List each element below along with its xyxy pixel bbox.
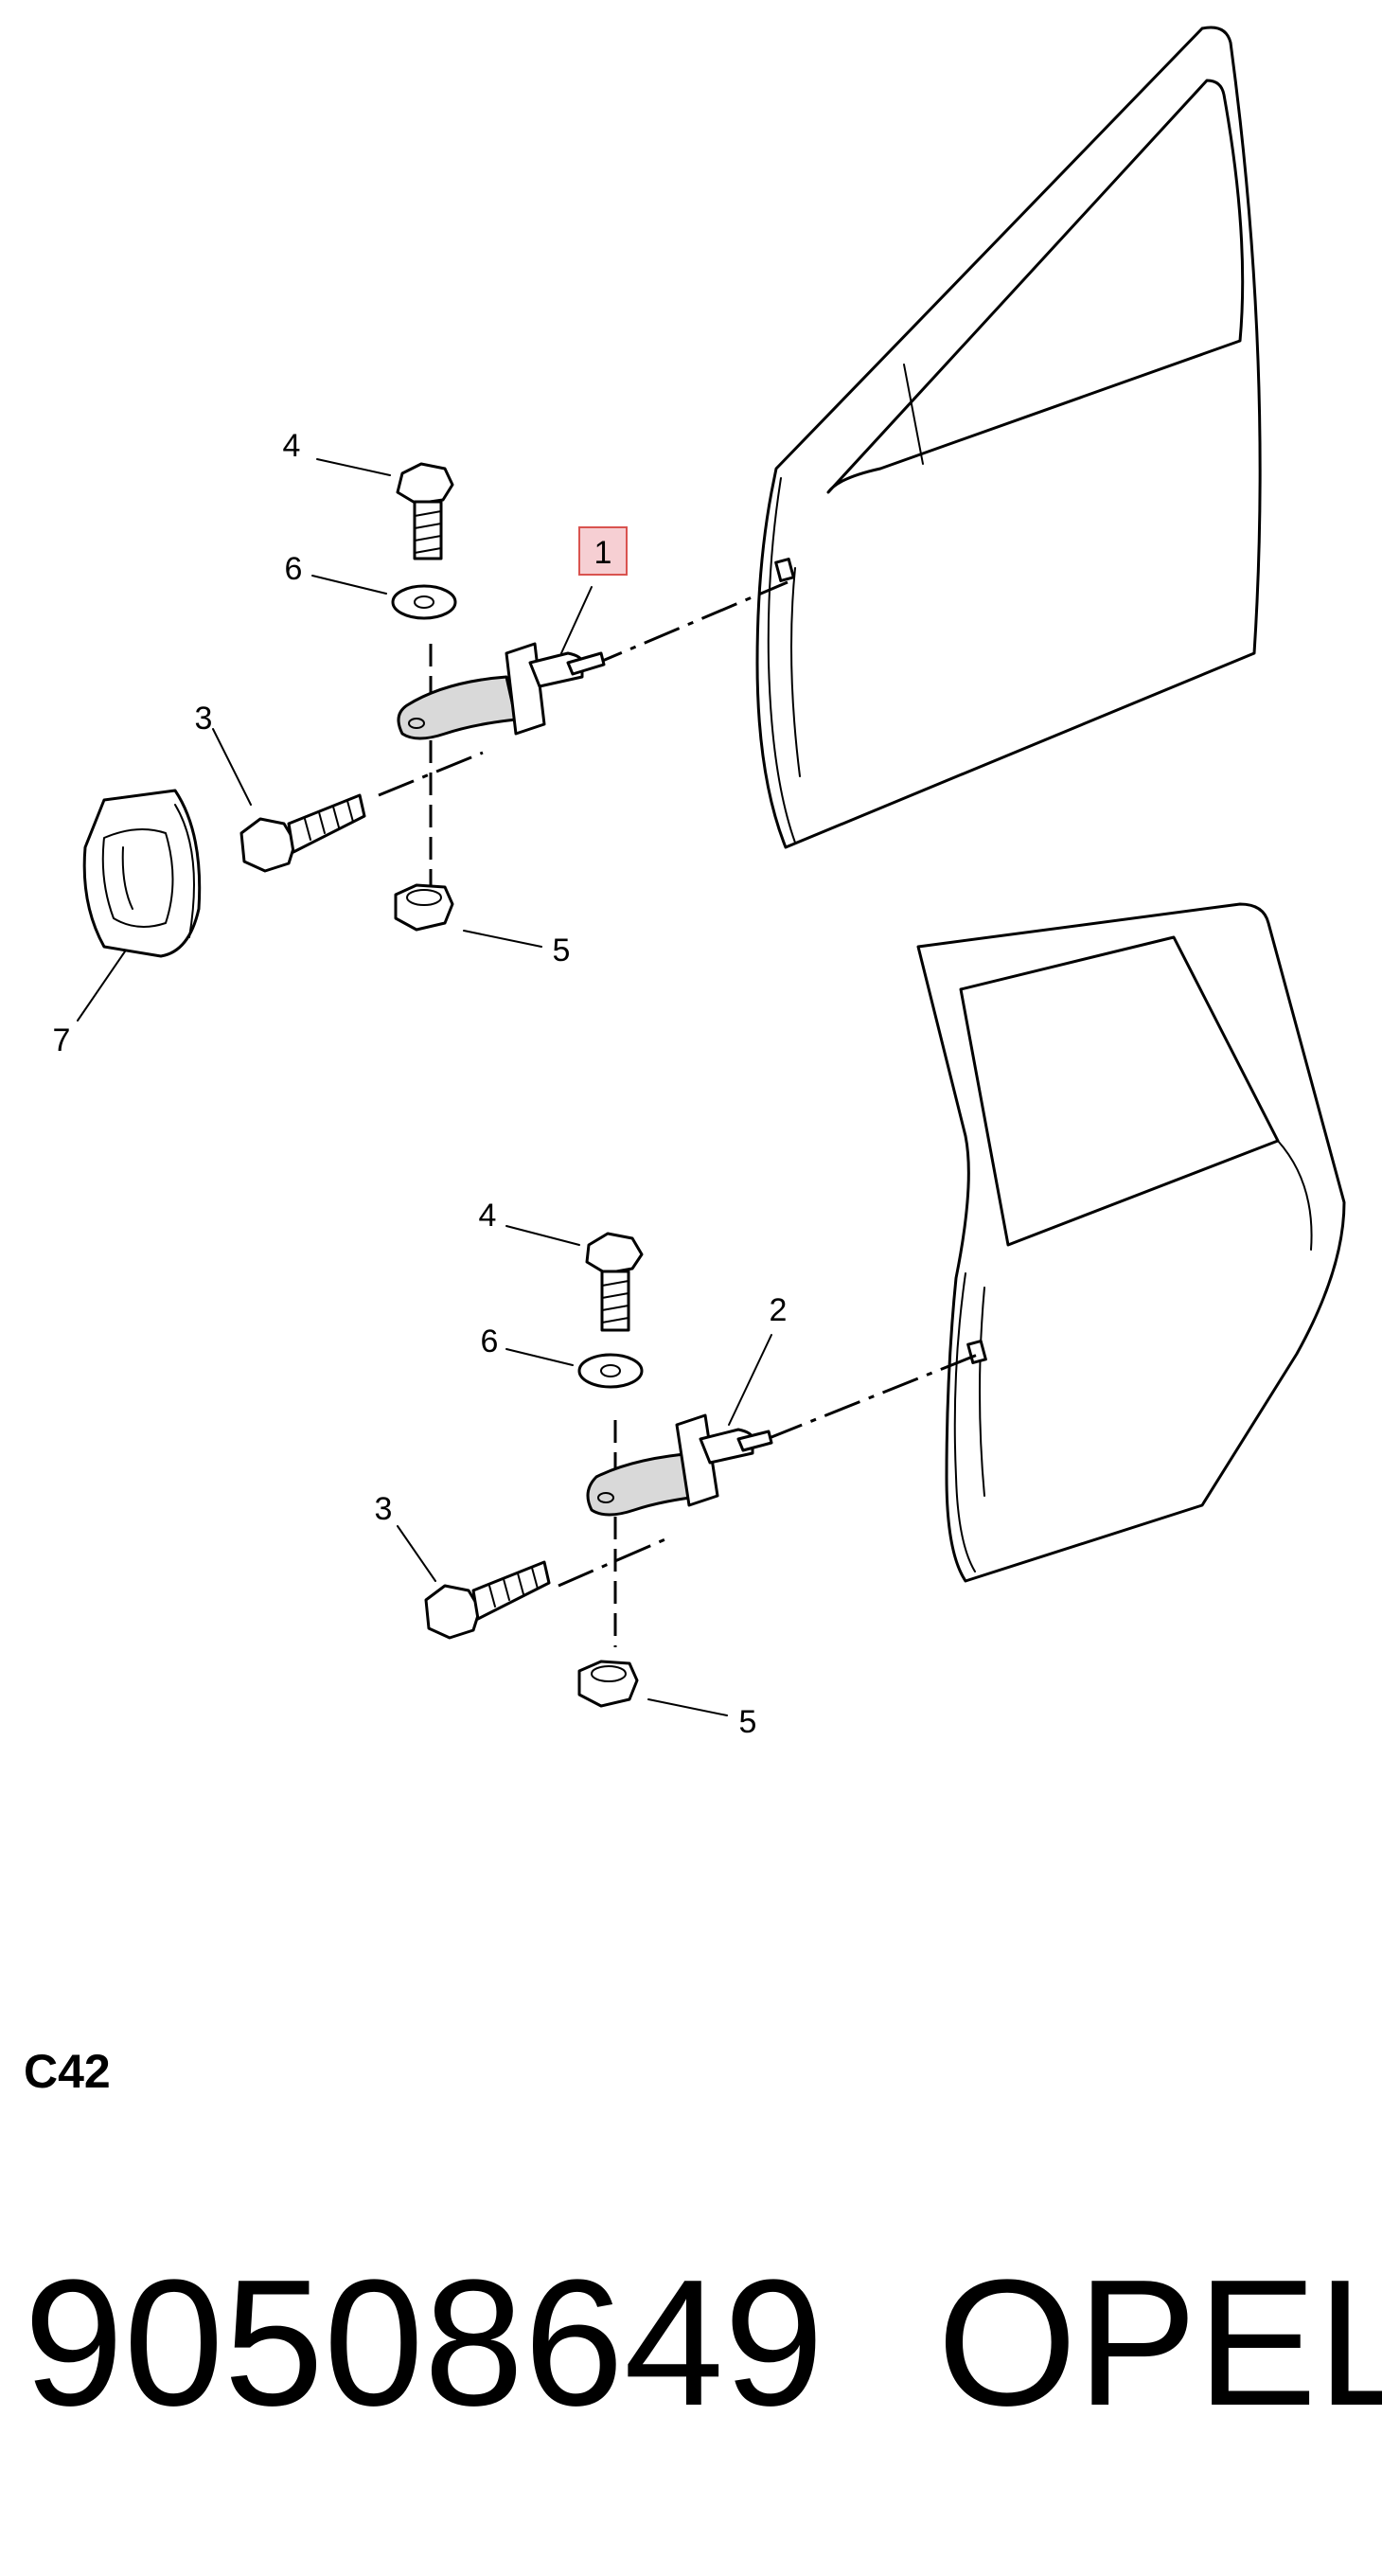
rear-nut-5 bbox=[577, 1660, 639, 1708]
front-grommet-7 bbox=[82, 789, 202, 958]
part-number: 90508649 bbox=[24, 2243, 824, 2443]
rear-callout-4: 4 bbox=[479, 1198, 497, 1234]
front-callout-4: 4 bbox=[283, 428, 301, 464]
front-callout-3: 3 bbox=[195, 701, 213, 737]
rear-bolt-4 bbox=[585, 1232, 644, 1332]
front-callout-6: 6 bbox=[285, 551, 303, 587]
front-bolt-3 bbox=[239, 793, 366, 873]
rear-check-strap bbox=[586, 1413, 773, 1517]
front-door bbox=[755, 26, 1262, 849]
brand-name: OPEL bbox=[937, 2243, 1382, 2443]
rear-bolt-3 bbox=[424, 1560, 551, 1640]
front-callout-1-highlight bbox=[578, 526, 628, 576]
front-callout-7: 7 bbox=[53, 1022, 71, 1058]
front-check-strap bbox=[397, 642, 606, 740]
front-nut-5 bbox=[394, 883, 454, 932]
rear-callout-3: 3 bbox=[375, 1491, 393, 1527]
rear-door bbox=[916, 902, 1346, 1583]
rear-callout-2: 2 bbox=[770, 1292, 788, 1328]
front-bolt-4 bbox=[396, 462, 454, 560]
rear-callout-6: 6 bbox=[481, 1324, 499, 1359]
rear-callout-5: 5 bbox=[739, 1704, 757, 1740]
front-callout-1: 1 bbox=[594, 535, 612, 571]
front-washer-6 bbox=[391, 584, 457, 620]
section-code: C42 bbox=[24, 2045, 111, 2098]
rear-washer-6 bbox=[577, 1353, 644, 1389]
front-callout-5: 5 bbox=[553, 933, 571, 968]
